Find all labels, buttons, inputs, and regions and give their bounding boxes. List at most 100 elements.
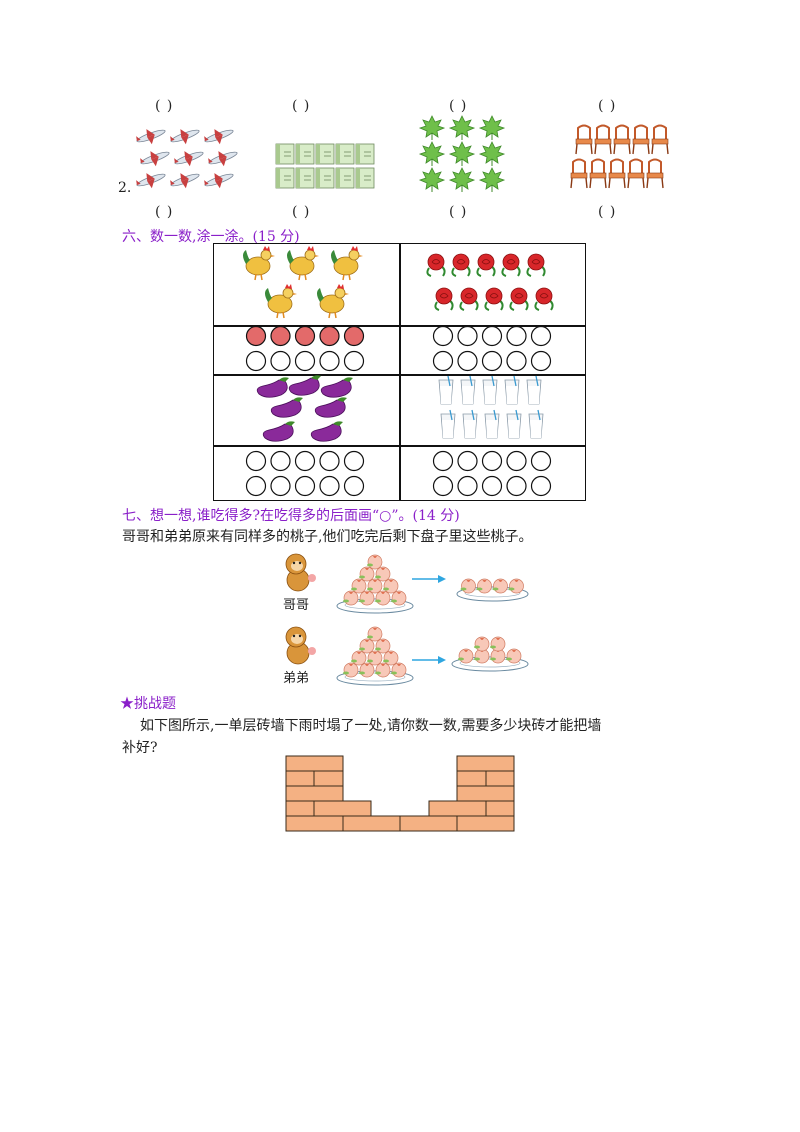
empty-circle[interactable] <box>432 325 454 347</box>
empty-circle[interactable] <box>343 450 365 472</box>
count-and-color-table <box>213 243 586 501</box>
book-icon <box>295 143 315 165</box>
maple-leaf-icon <box>478 141 506 166</box>
circle-group-eggplants[interactable] <box>245 450 368 500</box>
empty-circle[interactable] <box>432 475 454 497</box>
empty-circle[interactable] <box>457 325 478 347</box>
milk-glass-icon <box>460 375 476 405</box>
answer-paren-top-4[interactable]: ( ) <box>598 98 617 114</box>
empty-circle[interactable] <box>481 325 503 347</box>
maple-leaf-group <box>418 115 506 192</box>
empty-circle[interactable] <box>319 475 340 497</box>
airplane-icon <box>136 173 166 189</box>
maple-leaf-icon <box>418 141 446 166</box>
empty-circle[interactable] <box>294 450 316 472</box>
empty-circle[interactable] <box>270 350 291 372</box>
answer-paren-top-3[interactable]: ( ) <box>449 98 468 114</box>
peach-icon <box>351 650 367 666</box>
empty-circle[interactable] <box>432 450 454 472</box>
empty-circle[interactable] <box>245 475 267 497</box>
empty-circle[interactable] <box>319 350 340 372</box>
peach-icon <box>367 626 383 642</box>
section-six-title: 六、数一数,涂一涂。(15 分) <box>122 229 300 245</box>
rooster-icon <box>331 246 363 281</box>
chair-icon <box>632 124 650 155</box>
empty-circle[interactable] <box>432 350 454 372</box>
filled-circle[interactable] <box>270 325 291 347</box>
peach-icon <box>359 590 375 606</box>
book-icon <box>315 167 335 189</box>
older-brother-label: 哥哥 <box>283 598 310 613</box>
empty-circle[interactable] <box>506 350 527 372</box>
filled-circle[interactable] <box>294 325 316 347</box>
eggplant-icon <box>262 421 295 442</box>
rose-icon <box>451 253 471 277</box>
eggplant-icon <box>314 397 347 418</box>
empty-circle[interactable] <box>457 350 478 372</box>
circle-group-glasses[interactable] <box>432 450 555 500</box>
peach-icon <box>383 650 399 666</box>
empty-circle[interactable] <box>506 450 527 472</box>
empty-circle[interactable] <box>481 350 503 372</box>
milk-glass-icon <box>482 375 498 405</box>
challenge-title: ★挑战题 <box>120 696 176 712</box>
book-group <box>275 143 375 189</box>
empty-circle[interactable] <box>530 475 552 497</box>
circle-group-roses[interactable] <box>432 325 555 375</box>
answer-paren-bottom-4[interactable]: ( ) <box>598 204 617 220</box>
rooster-icon <box>287 246 319 281</box>
empty-circle[interactable] <box>270 450 291 472</box>
question-number: 2. <box>118 180 132 196</box>
arrow-right-icon <box>412 656 446 664</box>
book-icon <box>335 143 355 165</box>
chair-icon <box>570 158 588 189</box>
airplane-icon <box>204 173 234 189</box>
peach-icon <box>458 648 474 664</box>
table-divider <box>214 445 585 447</box>
filled-circle[interactable] <box>343 325 365 347</box>
empty-circle[interactable] <box>245 450 267 472</box>
empty-circle[interactable] <box>343 350 365 372</box>
answer-paren-top-2[interactable]: ( ) <box>292 98 311 114</box>
answer-paren-bottom-2[interactable]: ( ) <box>292 204 311 220</box>
arrow-right-icon <box>412 575 446 583</box>
filled-circle[interactable] <box>319 325 340 347</box>
answer-paren-top-1[interactable]: ( ) <box>155 98 174 114</box>
filled-circle[interactable] <box>245 325 267 347</box>
section-seven-title: 七、想一想,谁吃得多?在吃得多的后面画“○”。(14 分) <box>122 508 460 524</box>
circle-group-roosters[interactable] <box>245 325 368 375</box>
empty-circle[interactable] <box>270 475 291 497</box>
chair-group <box>570 124 669 189</box>
peach-icon <box>359 566 375 582</box>
milk-glass-icon <box>440 409 456 439</box>
empty-circle[interactable] <box>294 350 316 372</box>
empty-circle[interactable] <box>457 475 478 497</box>
empty-circle[interactable] <box>319 450 340 472</box>
empty-circle[interactable] <box>245 350 267 372</box>
empty-circle[interactable] <box>343 475 365 497</box>
peach-icon <box>343 662 359 678</box>
peach-icon <box>508 578 524 594</box>
peach-icon <box>375 590 391 606</box>
rose-icon <box>426 253 446 277</box>
airplane-icon <box>170 129 200 145</box>
empty-circle[interactable] <box>506 325 527 347</box>
airplane-icon <box>204 129 234 145</box>
section-seven-intro: 哥哥和弟弟原来有同样多的桃子,他们吃完后剩下盘子里这些桃子。 <box>122 529 533 545</box>
challenge-text-line1: 如下图所示,一单层砖墙下雨时塌了一处,请你数一数,需要多少块砖才能把墙 <box>140 718 602 734</box>
empty-circle[interactable] <box>457 450 478 472</box>
empty-circle[interactable] <box>530 450 552 472</box>
empty-circle[interactable] <box>506 475 527 497</box>
rose-icon <box>509 287 529 311</box>
peach-icon <box>391 662 407 678</box>
challenge-text-line2: 补好? <box>122 740 158 756</box>
answer-paren-bottom-3[interactable]: ( ) <box>449 204 468 220</box>
empty-circle[interactable] <box>530 325 552 347</box>
empty-circle[interactable] <box>294 475 316 497</box>
empty-circle[interactable] <box>481 450 503 472</box>
answer-paren-bottom-1[interactable]: ( ) <box>155 204 174 220</box>
empty-circle[interactable] <box>481 475 503 497</box>
plate-before-younger <box>336 626 414 686</box>
airplane-icon <box>208 151 238 167</box>
empty-circle[interactable] <box>530 350 552 372</box>
